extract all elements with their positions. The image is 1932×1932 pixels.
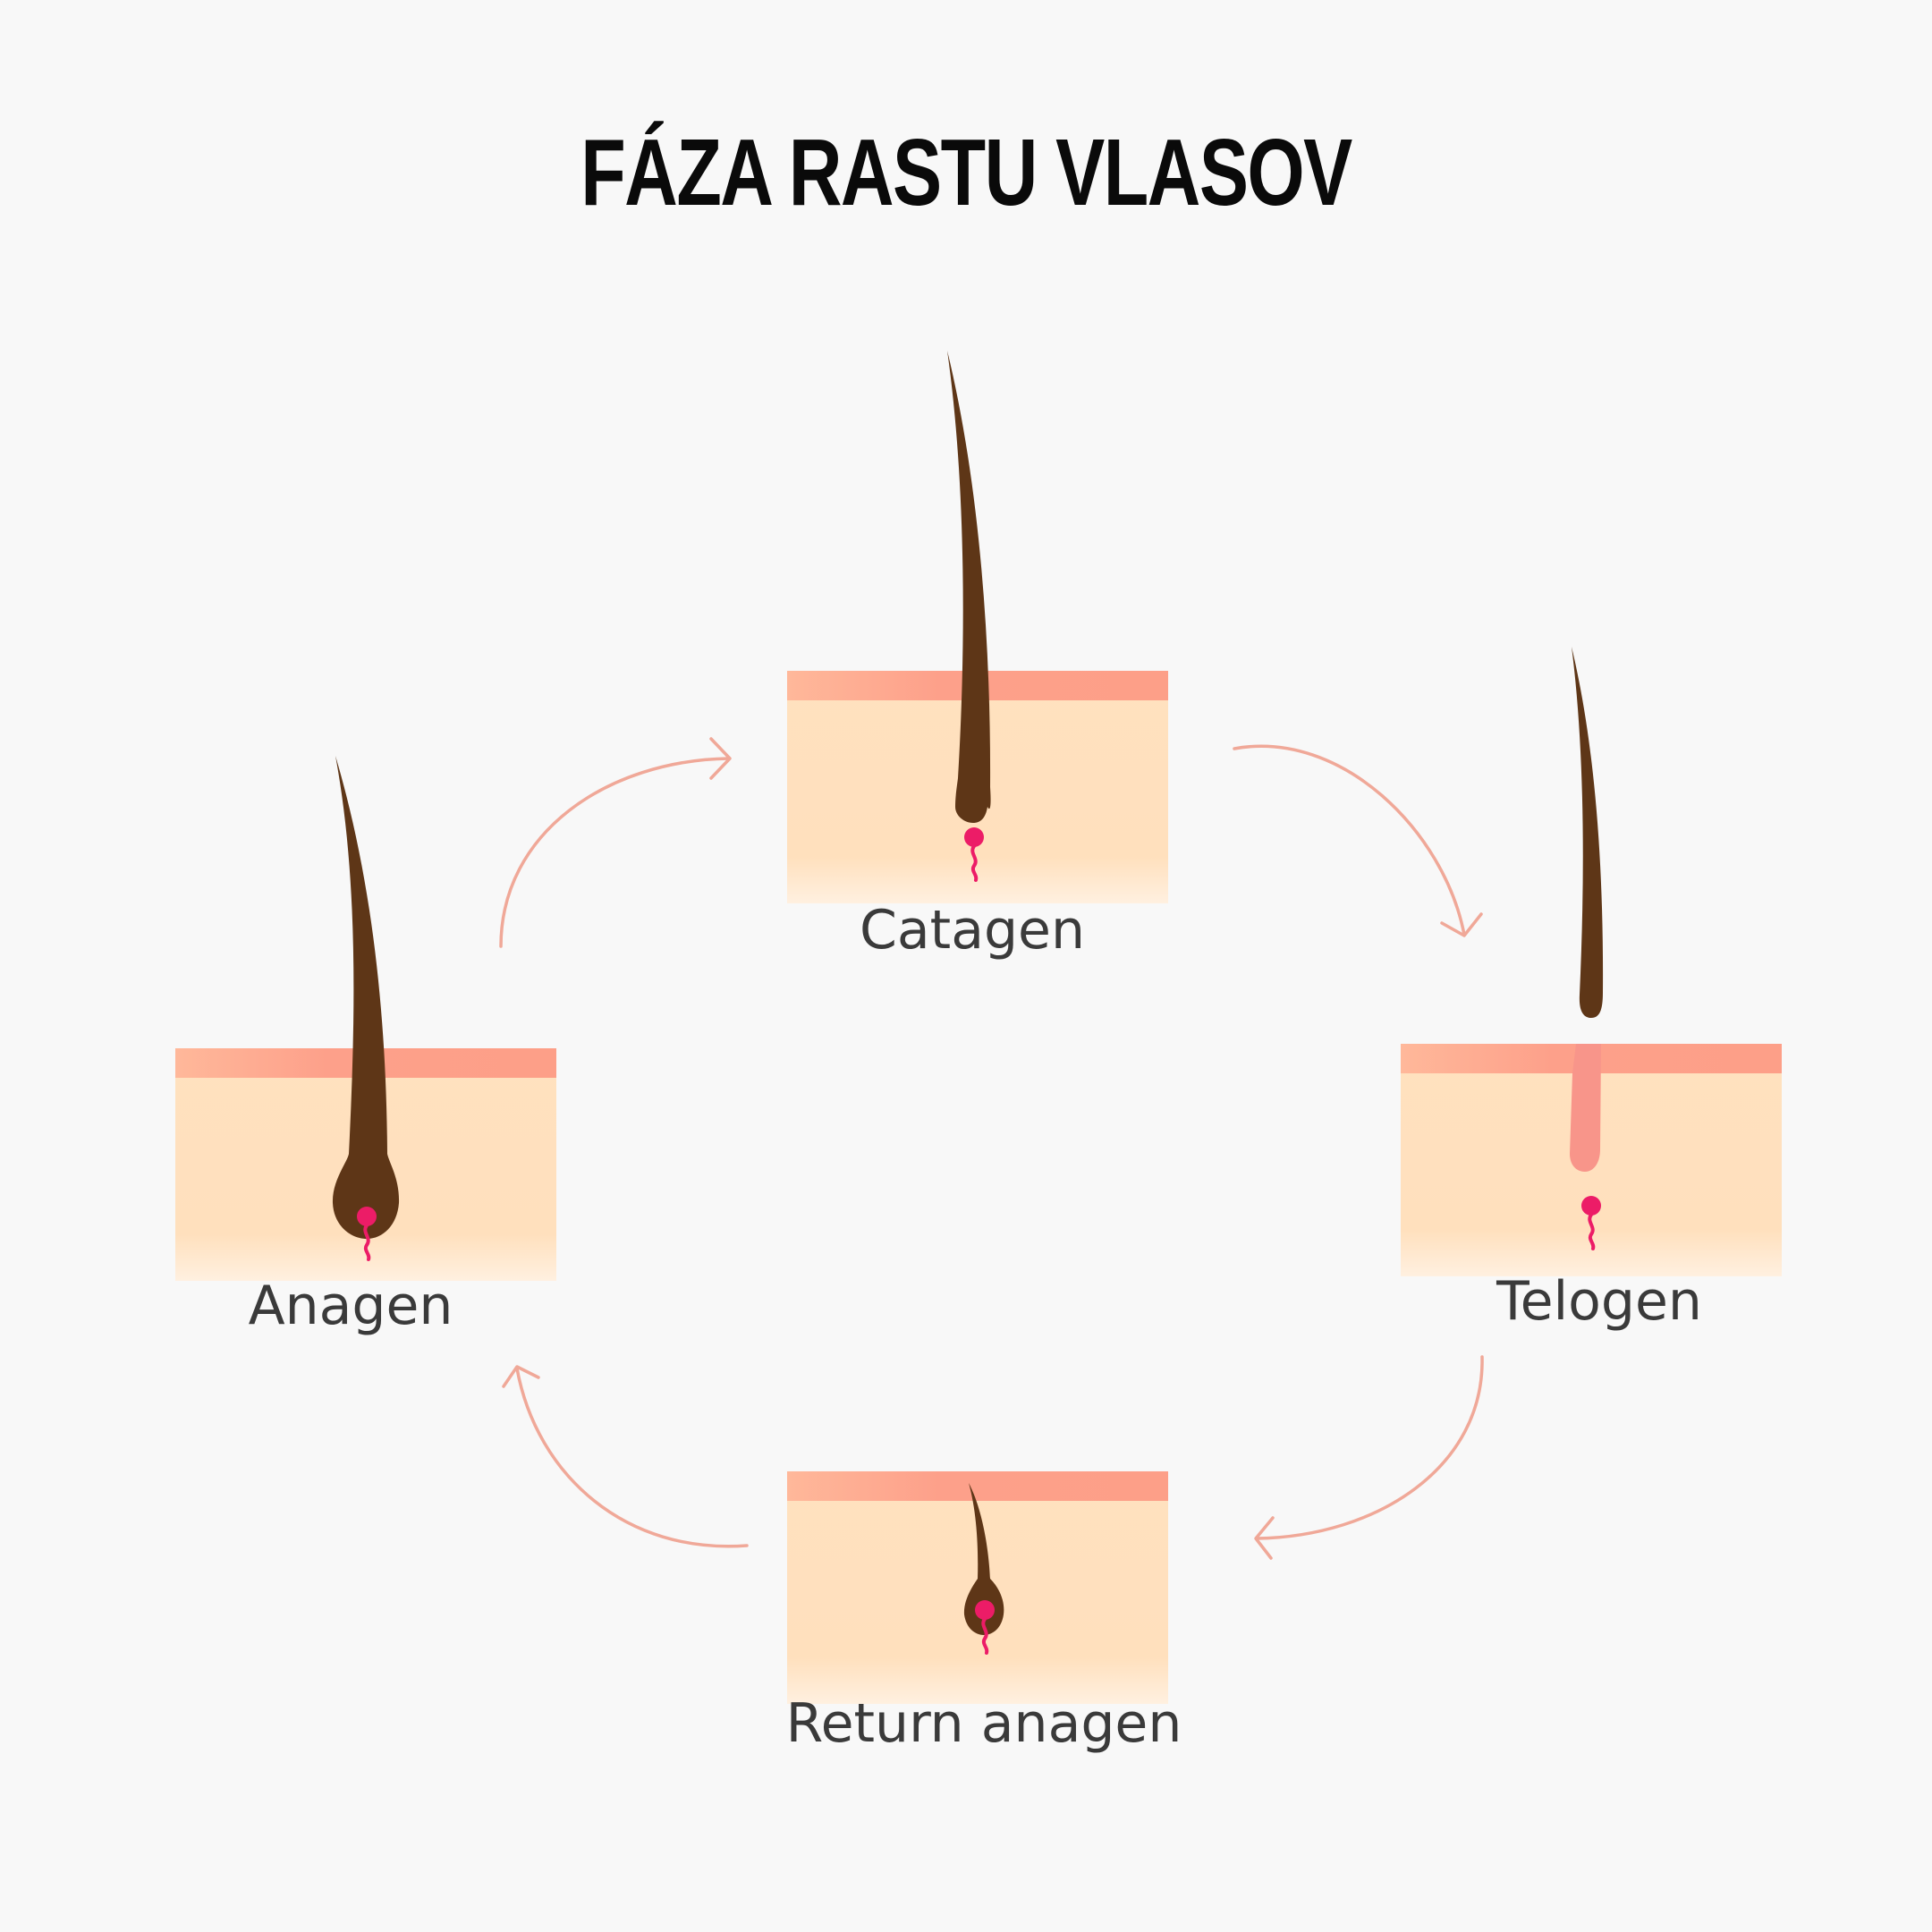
page-title: FÁZA RASTU VLASOV	[580, 120, 1352, 225]
anagen-papilla-icon	[357, 1207, 377, 1261]
stage-label-return-anagen: Return anagen	[785, 1692, 1182, 1755]
stage-label-catagen: Catagen	[860, 899, 1085, 962]
arrow-return-anagen-to-anagen	[502, 1365, 749, 1548]
stage-label-anagen: Anagen	[248, 1275, 453, 1337]
telogen-papilla-icon	[1581, 1196, 1601, 1250]
stage-label-telogen: Telogen	[1496, 1270, 1702, 1333]
arrow-telogen-to-return-anagen	[1254, 1355, 1484, 1560]
return-anagen-hair-icon	[963, 1483, 1004, 1635]
telogen-hair-icon	[1572, 647, 1604, 1018]
arrow-anagen-to-catagen	[499, 737, 732, 948]
telogen-follicle-icon	[1570, 1044, 1601, 1172]
arrow-catagen-to-telogen	[1233, 744, 1483, 937]
anagen-hair-icon	[332, 756, 400, 1239]
catagen-papilla-icon	[964, 827, 984, 882]
return-anagen-papilla-icon	[975, 1600, 995, 1655]
catagen-hair-icon	[947, 351, 991, 823]
